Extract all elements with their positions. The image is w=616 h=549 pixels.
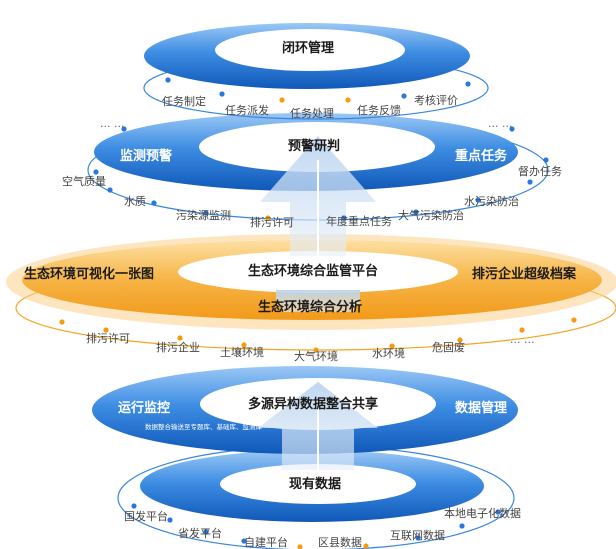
ring-dot [103,327,109,333]
closed-loop-item: 任务派发 [225,104,269,117]
ring-dot [509,126,515,132]
platform-core [178,251,458,293]
platform-dots: ... ... [510,333,535,346]
ring-dot [131,503,137,509]
ring-dot [457,337,463,343]
closed-loop-item: 任务制定 [162,95,206,108]
warning-right-label: 重点任务 [455,149,508,164]
ring-dot [165,77,171,83]
platform-right-label: 排污企业超级档案 [472,267,577,282]
layer-existing-data [117,445,515,549]
existing-data-core [220,464,416,504]
ring-dot [363,543,369,549]
warning-title: 预警研判 [288,139,341,154]
ring-dot [313,347,319,353]
platform-item: 排污许可 [86,332,130,345]
layer-platform [6,234,616,351]
ring-dot [401,93,407,99]
ring-dot [459,523,465,529]
data-share-title: 多源异构数据整合共享 [248,397,379,412]
ring-dot [167,517,173,523]
closed-loop-title: 闭环管理 [282,41,335,56]
warning-item: 污染源监测 [176,209,231,222]
ring-dot [571,317,577,323]
ring-dot [475,197,481,203]
data-share-right-label: 数据管理 [455,401,508,416]
platform-left-label: 生态环境可视化一张图 [24,267,155,282]
layer-closed-loop [143,23,489,120]
existing-data-item: 互联网数据 [390,529,445,542]
warning-item: 年度重点任务 [326,215,392,228]
warning-item: 排污许可 [250,216,294,229]
ring-dot [121,126,127,132]
platform-item: 土壤环境 [220,346,264,359]
closed-loop-item: 考核评价 [414,94,458,107]
closed-loop-item: 任务处理 [290,107,334,120]
platform-item: 大气环境 [294,350,338,363]
ring-dot [519,327,525,333]
ring-dot [241,342,247,348]
existing-data-item: 省发平台 [178,527,222,540]
existing-data-item: 自建平台 [244,536,288,549]
upward-arrows [258,136,378,470]
ring-dot [93,169,99,175]
ring-dot [465,81,471,87]
ring-dot [219,91,225,97]
ring-dot [177,335,183,341]
platform-item: 危固废 [432,341,465,354]
ring-dot [265,215,271,221]
ring-dot [341,215,347,221]
warning-left-label: 监测预警 [120,149,173,164]
ring-dot [203,210,209,216]
warning-item: 大气污染防治 [398,209,464,222]
platform-item: 排污企业 [156,341,200,354]
existing-data-item: 国发平台 [124,510,168,523]
warning-dots: ... ... [100,117,125,130]
warning-item: 督办任务 [518,165,562,178]
data-share-note: 数据整合输送至专题库、基础库、监测库 [145,423,262,431]
platform-subtitle: 生态环境综合分析 [258,300,363,315]
closed-loop-core [215,29,405,71]
data-share-left-label: 运行监控 [118,401,171,416]
existing-data-item: 区县数据 [318,536,362,549]
ring-dot [241,538,247,544]
ring-dot [297,544,303,549]
platform-title: 生态环境综合监管平台 [248,264,379,279]
platform-item: 水环境 [372,347,405,360]
arrow-middle [276,290,360,312]
warning-dots: ... ... [488,117,513,130]
ring-dot [203,529,209,535]
ring-dot [527,179,533,185]
ring-dot [59,319,65,325]
ring-dot [345,97,351,103]
existing-data-title: 现有数据 [289,477,342,492]
warning-item: 水污染防治 [464,195,519,208]
ring-dot [151,200,157,206]
warning-item: 空气质量 [62,175,106,188]
closed-loop-item: 任务反馈 [357,104,401,117]
ring-dot [415,535,421,541]
ring-dots [59,77,577,549]
ring-dot [495,509,501,515]
ring-dot [543,157,549,163]
ring-dot [389,343,395,349]
ring-dot [413,209,419,215]
ring-dot [107,187,113,193]
existing-data-item: 本地电子化数据 [444,507,521,520]
warning-item: 水质 [124,195,146,208]
ring-dot [279,97,285,103]
